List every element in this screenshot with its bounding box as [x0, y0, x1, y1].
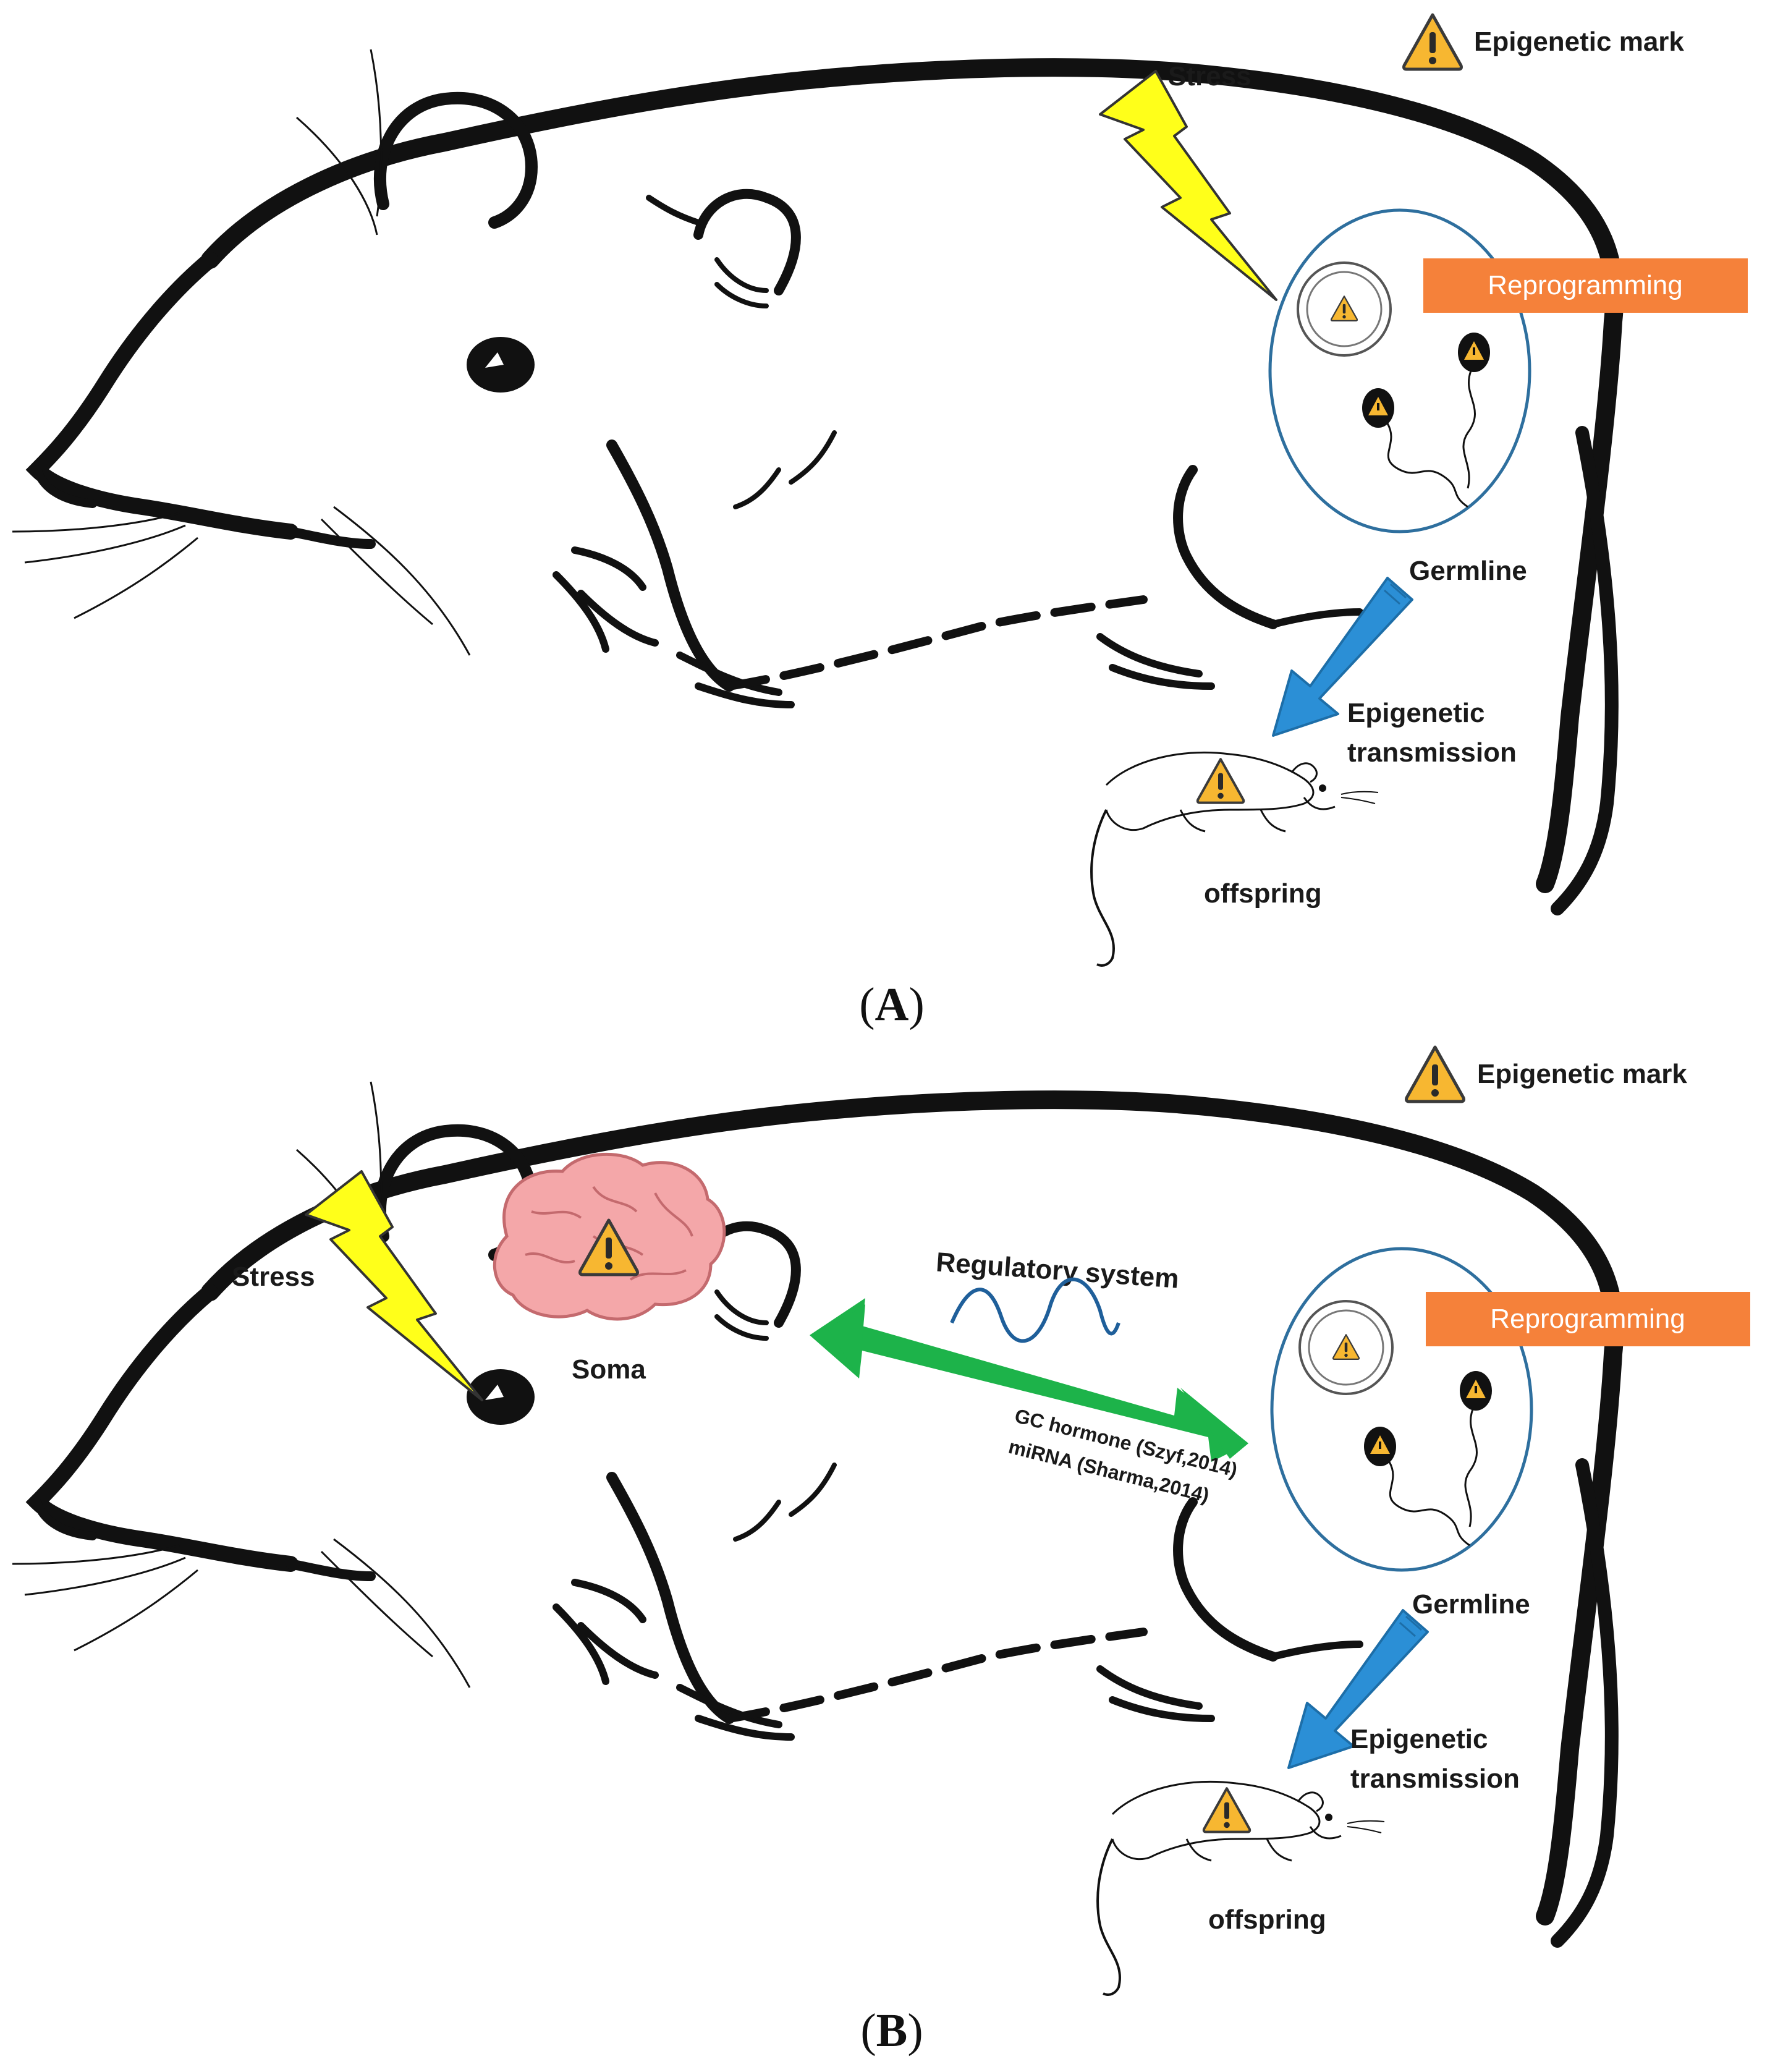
offspring-label: offspring — [1208, 1904, 1326, 1935]
stress-label: Stress — [1168, 61, 1251, 91]
stress-label: Stress — [232, 1262, 315, 1292]
regulatory-wave — [950, 1277, 1120, 1343]
lightning-bolt-icon — [1099, 70, 1277, 301]
germline-label: Germline — [1409, 556, 1527, 586]
panel-b: Epigenetic mark Stress Soma Regulatory s… — [12, 1047, 1750, 2057]
legend-label: Epigenetic mark — [1474, 27, 1684, 57]
reprogramming-box — [1423, 258, 1748, 313]
transmission-label-line2: transmission — [1347, 737, 1517, 768]
warning-triangle-icon — [1407, 1047, 1464, 1102]
panel-a: Epigenetic mark Stress Reprogramming Ger… — [12, 15, 1748, 1030]
warning-triangle-icon — [1404, 15, 1462, 69]
reprogramming-label: Reprogramming — [1490, 1304, 1685, 1334]
legend-b: Epigenetic mark — [1407, 1047, 1687, 1102]
legend-label: Epigenetic mark — [1477, 1059, 1687, 1089]
transmission-label-line1: Epigenetic — [1350, 1724, 1488, 1754]
germline-label: Germline — [1412, 1589, 1530, 1620]
lightning-bolt-icon — [305, 1170, 483, 1401]
offspring-label: offspring — [1204, 878, 1322, 909]
soma-label: Soma — [572, 1354, 646, 1385]
legend-a: Epigenetic mark — [1404, 15, 1684, 69]
transmission-label-line2: transmission — [1350, 1764, 1520, 1794]
reprogramming-label: Reprogramming — [1488, 270, 1682, 300]
brain-icon — [493, 1152, 726, 1321]
reprogramming-box — [1426, 1292, 1750, 1346]
transmission-label-line1: Epigenetic — [1347, 698, 1485, 728]
bidirectional-arrow — [810, 1298, 1248, 1462]
panel-caption-b: (B) — [860, 2005, 923, 2057]
panel-caption-a: (A) — [859, 979, 925, 1030]
